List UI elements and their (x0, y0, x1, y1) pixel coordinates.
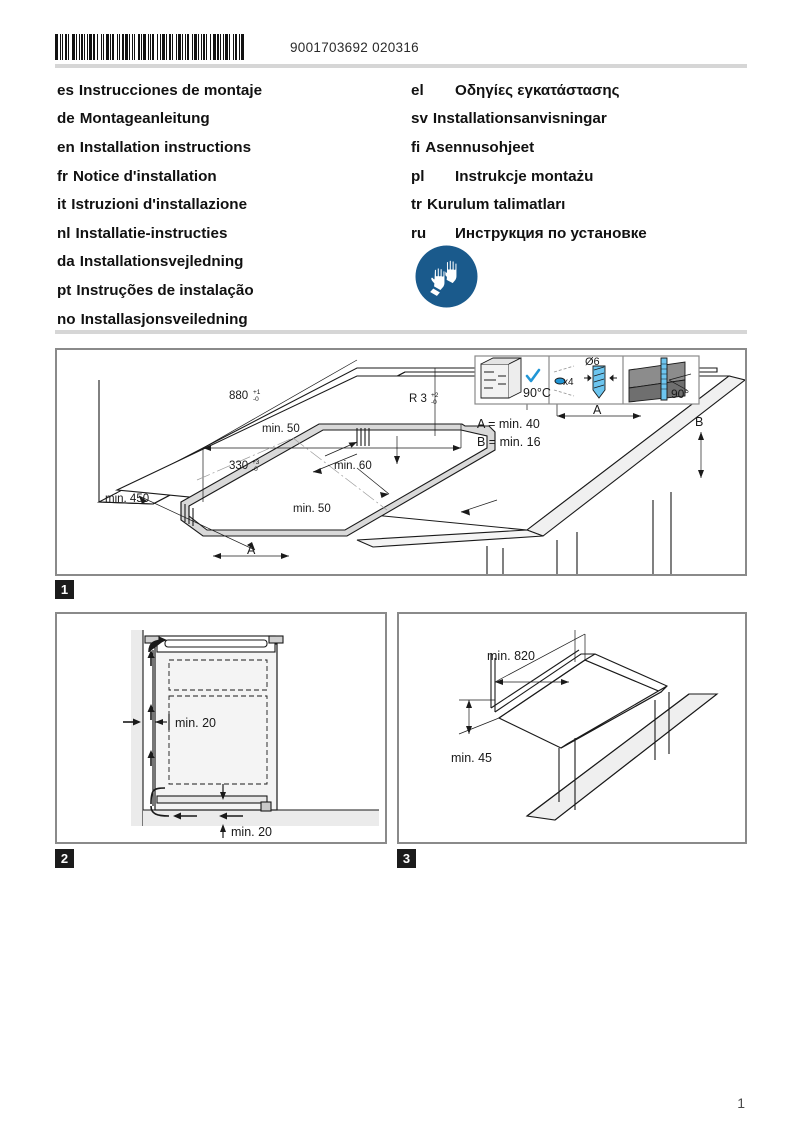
label-depth-tol-plus: +3 (252, 459, 260, 466)
language-title: Installationsanvisningar (432, 110, 607, 128)
language-title: Notice d'installation (72, 167, 217, 185)
label-gap-bottom: min. 20 (231, 825, 272, 839)
figure-1-panel: 880 +1 -0 min. 50 min. 60 R 3 +2 -0 330 … (55, 348, 747, 576)
label-min-front: min. 50 (293, 503, 331, 515)
label-depth: 330 (229, 460, 248, 472)
figure-3-badge: 3 (397, 849, 416, 868)
marker-b: B (695, 415, 703, 429)
language-title: Montageanleitung (79, 110, 210, 128)
language-code: no (57, 310, 76, 328)
language-code: pl (411, 167, 425, 185)
language-title: Installatie-instructies (75, 224, 228, 242)
check-icon (525, 368, 541, 383)
label-depth-tol-minus: -0 (252, 466, 258, 473)
label-radius-tol-plus: +2 (431, 392, 439, 399)
label-min-side: min. 60 (334, 460, 372, 472)
language-title: Installation instructions (79, 138, 252, 156)
label-width-tol-plus: +1 (253, 389, 261, 396)
language-code: fr (57, 167, 68, 185)
label-temperature: 90°C (523, 386, 551, 400)
wear-protective-gloves-icon (415, 245, 478, 308)
language-entry-pl: pl Instrukcje montażu (411, 162, 751, 191)
language-title: Instrucciones de montaje (78, 81, 263, 99)
label-width: 880 (229, 390, 248, 402)
figure-1-badge: 1 (55, 580, 74, 599)
language-code: el (411, 81, 424, 99)
language-title: Istruzioni d'installazione (71, 196, 248, 214)
label-min-depth: min. 450 (105, 493, 149, 505)
figure-2-panel: min. 20 min. 20 (55, 612, 387, 844)
language-code: pt (57, 281, 72, 299)
language-code: tr (411, 196, 422, 214)
label-drill-count: x4 (563, 377, 574, 388)
header-divider (55, 64, 747, 68)
label-gap-side: min. 20 (175, 716, 216, 730)
language-title: Инструкция по установке (455, 224, 647, 242)
language-title: Οδηγίες εγκατάστασης (455, 81, 620, 99)
label-radius: R 3 (409, 393, 427, 405)
language-title: Instrukcje montażu (455, 167, 594, 185)
language-entry-ru: ru Инструкция по установке (411, 219, 751, 248)
language-title: Instruções de instalação (76, 281, 254, 299)
label-radius-tol-minus: -0 (431, 399, 437, 406)
label-angle: 90° (671, 387, 689, 401)
label-drill-diameter: Ø6 (585, 356, 600, 368)
language-entry-el: el Οδηγίες εγκατάστασης (411, 76, 751, 105)
document-number: 9001703692 020316 (290, 39, 419, 55)
figure-2-badge: 2 (55, 849, 74, 868)
section-divider (55, 330, 747, 334)
figure-3-panel: min. 820 min. 45 (397, 612, 747, 844)
language-code: it (57, 196, 67, 214)
language-title: Installationsvejledning (79, 253, 244, 271)
marker-a-left: A (247, 543, 256, 557)
language-code: nl (57, 224, 71, 242)
language-title: Kurulum talimatları (426, 196, 566, 214)
page-number: 1 (737, 1095, 745, 1111)
language-code: es (57, 81, 74, 99)
language-code: da (57, 253, 75, 271)
barcode (55, 34, 255, 60)
note-b: B = min. 16 (477, 435, 541, 449)
label-height-min: min. 45 (451, 751, 492, 765)
label-width-tol-minus: -0 (253, 396, 259, 403)
language-code: de (57, 110, 75, 128)
label-min-rear: min. 50 (262, 423, 300, 435)
language-code: fi (411, 138, 421, 156)
language-code: sv (411, 110, 428, 128)
language-code: en (57, 138, 75, 156)
page-header: 9001703692 020316 (55, 32, 747, 62)
language-title: Asennusohjeet (425, 138, 535, 156)
label-width-min: min. 820 (487, 649, 535, 663)
language-code: ru (411, 224, 427, 242)
note-a: A = min. 40 (477, 417, 540, 431)
language-title: Installasjonsveiledning (80, 310, 248, 328)
marker-a-right: A (593, 403, 602, 417)
